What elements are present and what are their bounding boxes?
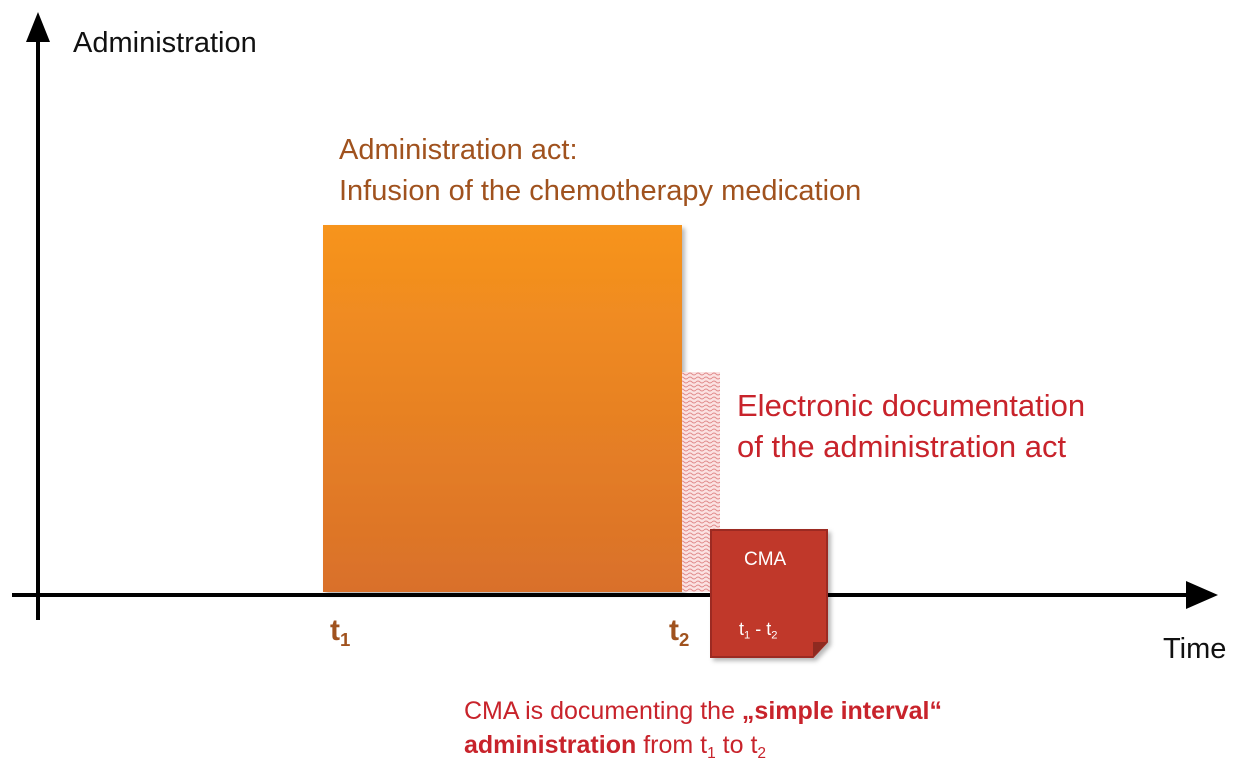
administration-act-bar <box>323 225 682 592</box>
cma-range: t1 - t2 <box>739 619 778 642</box>
doc-label-line2: of the administration act <box>737 429 1067 464</box>
doc-label-line1: Electronic documentation <box>737 388 1086 423</box>
act-label-line2: Infusion of the chemotherapy medication <box>339 175 862 207</box>
y-axis-arrowhead <box>26 12 50 42</box>
caption-line1: CMA is documenting the „simple interval“ <box>464 697 942 725</box>
tick-t1: t1 <box>330 614 351 650</box>
y-axis-label: Administration <box>73 27 257 59</box>
cma-title: CMA <box>744 549 787 570</box>
cma-document-fold <box>813 642 827 657</box>
tick-t2: t2 <box>669 614 690 650</box>
act-label-line1: Administration act: <box>339 134 578 166</box>
x-axis-label: Time <box>1163 633 1227 665</box>
x-axis-arrowhead <box>1186 581 1218 609</box>
caption-line2: administration from t1 to t2 <box>464 731 767 762</box>
